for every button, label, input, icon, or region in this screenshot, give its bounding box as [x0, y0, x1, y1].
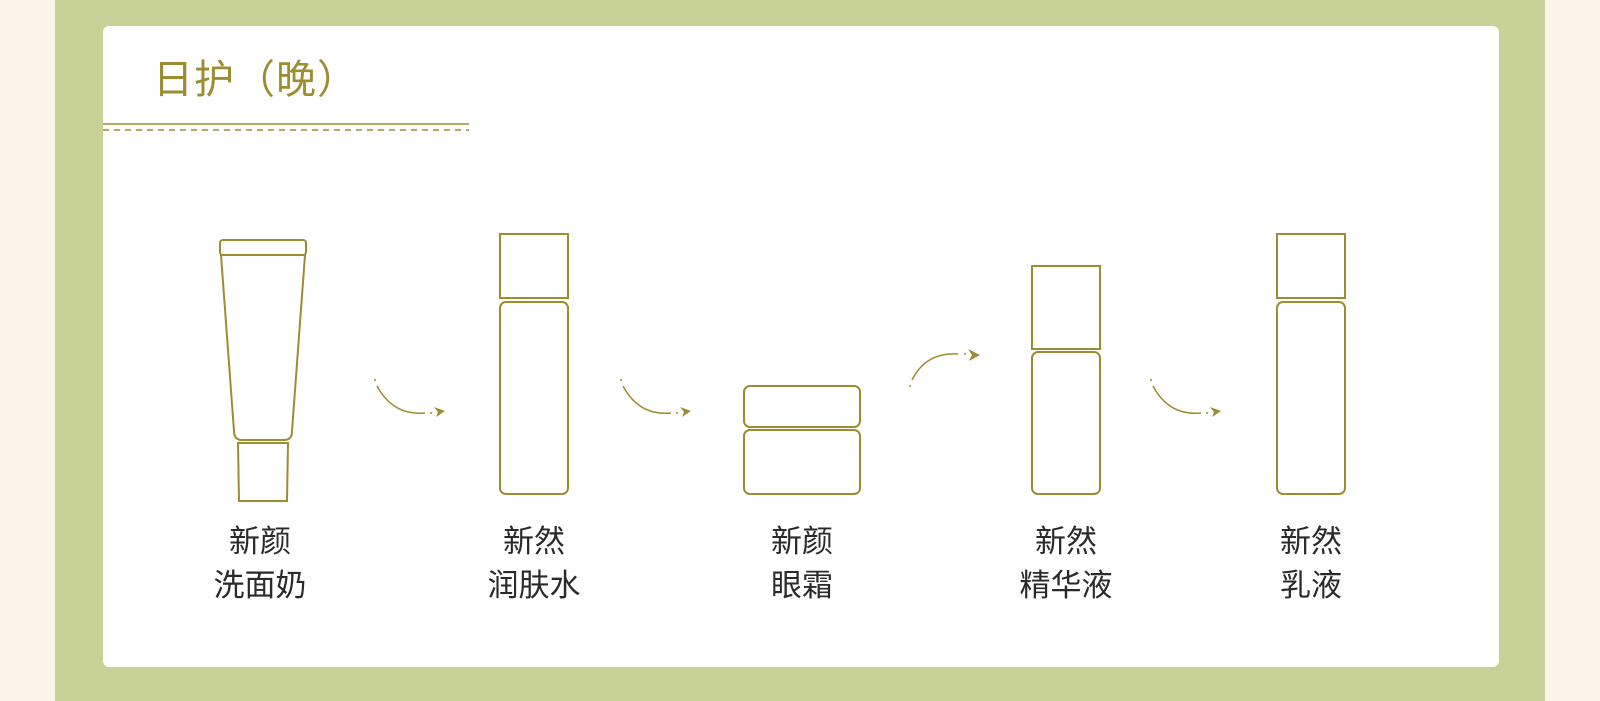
step-cleanser: 新颜 洗面奶 — [165, 26, 355, 667]
toner-bottle-icon — [499, 233, 569, 495]
tube-icon — [219, 239, 307, 502]
brand-name: 新然 — [1035, 524, 1097, 560]
brand-name: 新颜 — [229, 524, 291, 560]
routine-card: 日护（晚） 新颜 洗面奶 — [103, 26, 1499, 667]
product-name: 精华液 — [1019, 568, 1113, 604]
brand-name: 新然 — [1280, 524, 1342, 560]
step-label: 新颜 眼霜 — [707, 520, 897, 608]
brand-name: 新然 — [503, 524, 565, 560]
step-label: 新然 润肤水 — [439, 520, 629, 608]
arrow-icon — [374, 379, 445, 417]
cream-jar-icon — [743, 385, 861, 495]
step-label: 新颜 洗面奶 — [165, 520, 355, 608]
product-name: 眼霜 — [771, 568, 833, 604]
arrow-icon — [620, 379, 691, 417]
step-essence: 新然 精华液 — [971, 26, 1161, 667]
step-toner: 新然 润肤水 — [439, 26, 629, 667]
essence-bottle-icon — [1031, 265, 1101, 495]
step-eye-cream: 新颜 眼霜 — [707, 26, 897, 667]
lotion-bottle-icon — [1276, 233, 1346, 495]
product-name: 乳液 — [1280, 568, 1342, 604]
product-name: 润肤水 — [487, 568, 581, 604]
brand-name: 新颜 — [771, 524, 833, 560]
title-divider — [103, 123, 469, 131]
product-name: 洗面奶 — [213, 568, 307, 604]
arrow-icon — [909, 349, 980, 387]
step-label: 新然 精华液 — [971, 520, 1161, 608]
arrow-icon — [1150, 379, 1221, 417]
step-lotion: 新然 乳液 — [1216, 26, 1406, 667]
section-title: 日护（晚） — [153, 57, 358, 103]
step-label: 新然 乳液 — [1216, 520, 1406, 608]
